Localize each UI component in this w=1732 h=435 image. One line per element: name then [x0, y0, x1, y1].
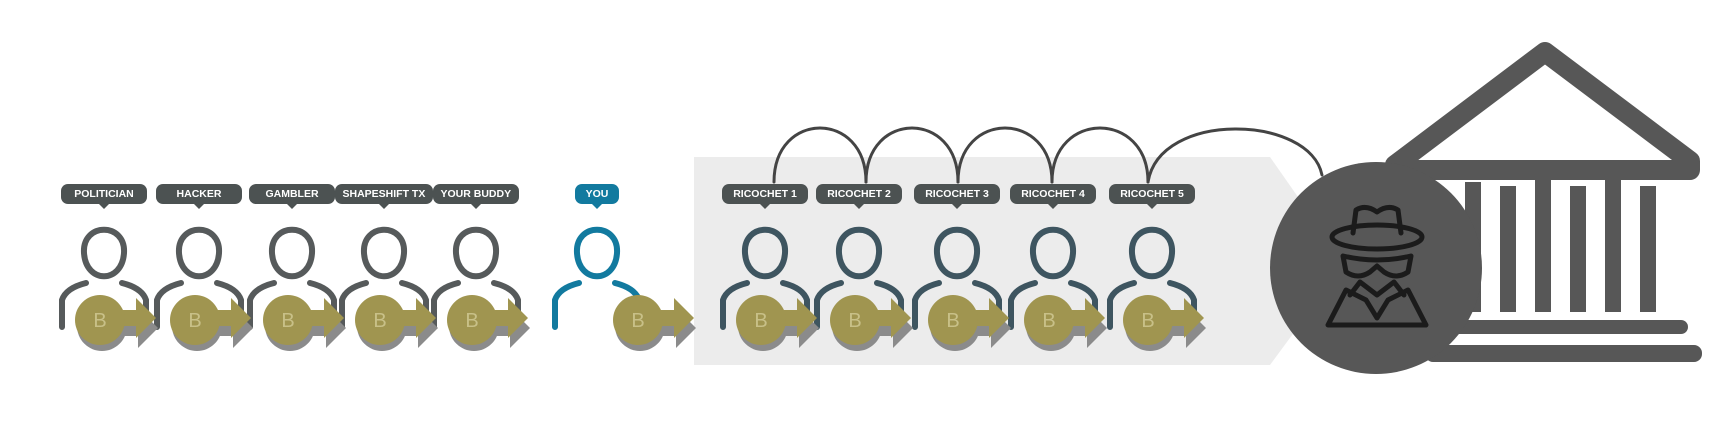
- ricochet-hop-arc: [956, 126, 1054, 184]
- coin-ricochet-5-icon: B: [1123, 295, 1206, 351]
- spy-icon: [1270, 162, 1482, 374]
- label-ricochet-4: RICOCHET 4: [1010, 184, 1096, 209]
- coin-letter: B: [946, 310, 959, 332]
- ricochet-to-exchange-arc: [1146, 127, 1324, 184]
- label-politician: POLITICIAN: [61, 184, 147, 209]
- coin-your-buddy-icon: B: [447, 295, 530, 351]
- person-ricochet-4-icon: [1008, 226, 1098, 330]
- label-hacker: HACKER: [156, 184, 242, 209]
- coin-ricochet-4-icon: B: [1024, 295, 1107, 351]
- coin-letter: B: [754, 310, 767, 332]
- person-politician-icon: [59, 226, 149, 330]
- person-shapeshift-tx-icon: [339, 226, 429, 330]
- person-gambler-icon: [247, 226, 337, 330]
- coin-letter: B: [848, 310, 861, 332]
- person-ricochet-5-icon: [1107, 226, 1197, 330]
- coin-shapeshift-tx-icon: B: [355, 295, 438, 351]
- person-ricochet-1-icon: [720, 226, 810, 330]
- person-ricochet-3-icon: [912, 226, 1002, 330]
- ricochet-hop-arc: [864, 126, 960, 184]
- person-your-buddy-icon: [431, 226, 521, 330]
- person-row: [59, 226, 1197, 330]
- label-ricochet-1: RICOCHET 1: [722, 184, 808, 209]
- coin-letter: B: [1141, 310, 1154, 332]
- person-hacker-icon: [154, 226, 244, 330]
- coin-letter: B: [1042, 310, 1055, 332]
- coin-letter: B: [281, 310, 294, 332]
- ricochet-arcs: [772, 126, 1324, 184]
- coin-gambler-icon: B: [263, 295, 346, 351]
- coin-you-icon: B: [613, 295, 696, 351]
- bank-building-icon: [1385, 42, 1702, 362]
- coin-ricochet-1-icon: B: [736, 295, 819, 351]
- label-ricochet-3: RICOCHET 3: [914, 184, 1000, 209]
- label-gambler: GAMBLER: [249, 184, 335, 209]
- coin-politician-icon: B: [75, 295, 158, 351]
- label-shapeshift-tx: SHAPESHIFT TX: [334, 184, 434, 209]
- coin-letter: B: [93, 310, 106, 332]
- coin-ricochet-3-icon: B: [928, 295, 1011, 351]
- label-ricochet-5: RICOCHET 5: [1109, 184, 1195, 209]
- coin-letter: B: [465, 310, 478, 332]
- ricochet-hop-arc: [772, 126, 868, 184]
- person-ricochet-2-icon: [814, 226, 904, 330]
- label-ricochet-2: RICOCHET 2: [816, 184, 902, 209]
- coin-letter: B: [188, 310, 201, 332]
- coin-letter: B: [631, 310, 644, 332]
- coin-letter: B: [373, 310, 386, 332]
- coin-ricochet-2-icon: B: [830, 295, 913, 351]
- label-your-buddy: YOUR BUDDY: [432, 184, 520, 209]
- label-you: YOU: [575, 184, 619, 209]
- coin-hacker-icon: B: [170, 295, 253, 351]
- ricochet-hop-arc: [1050, 126, 1150, 184]
